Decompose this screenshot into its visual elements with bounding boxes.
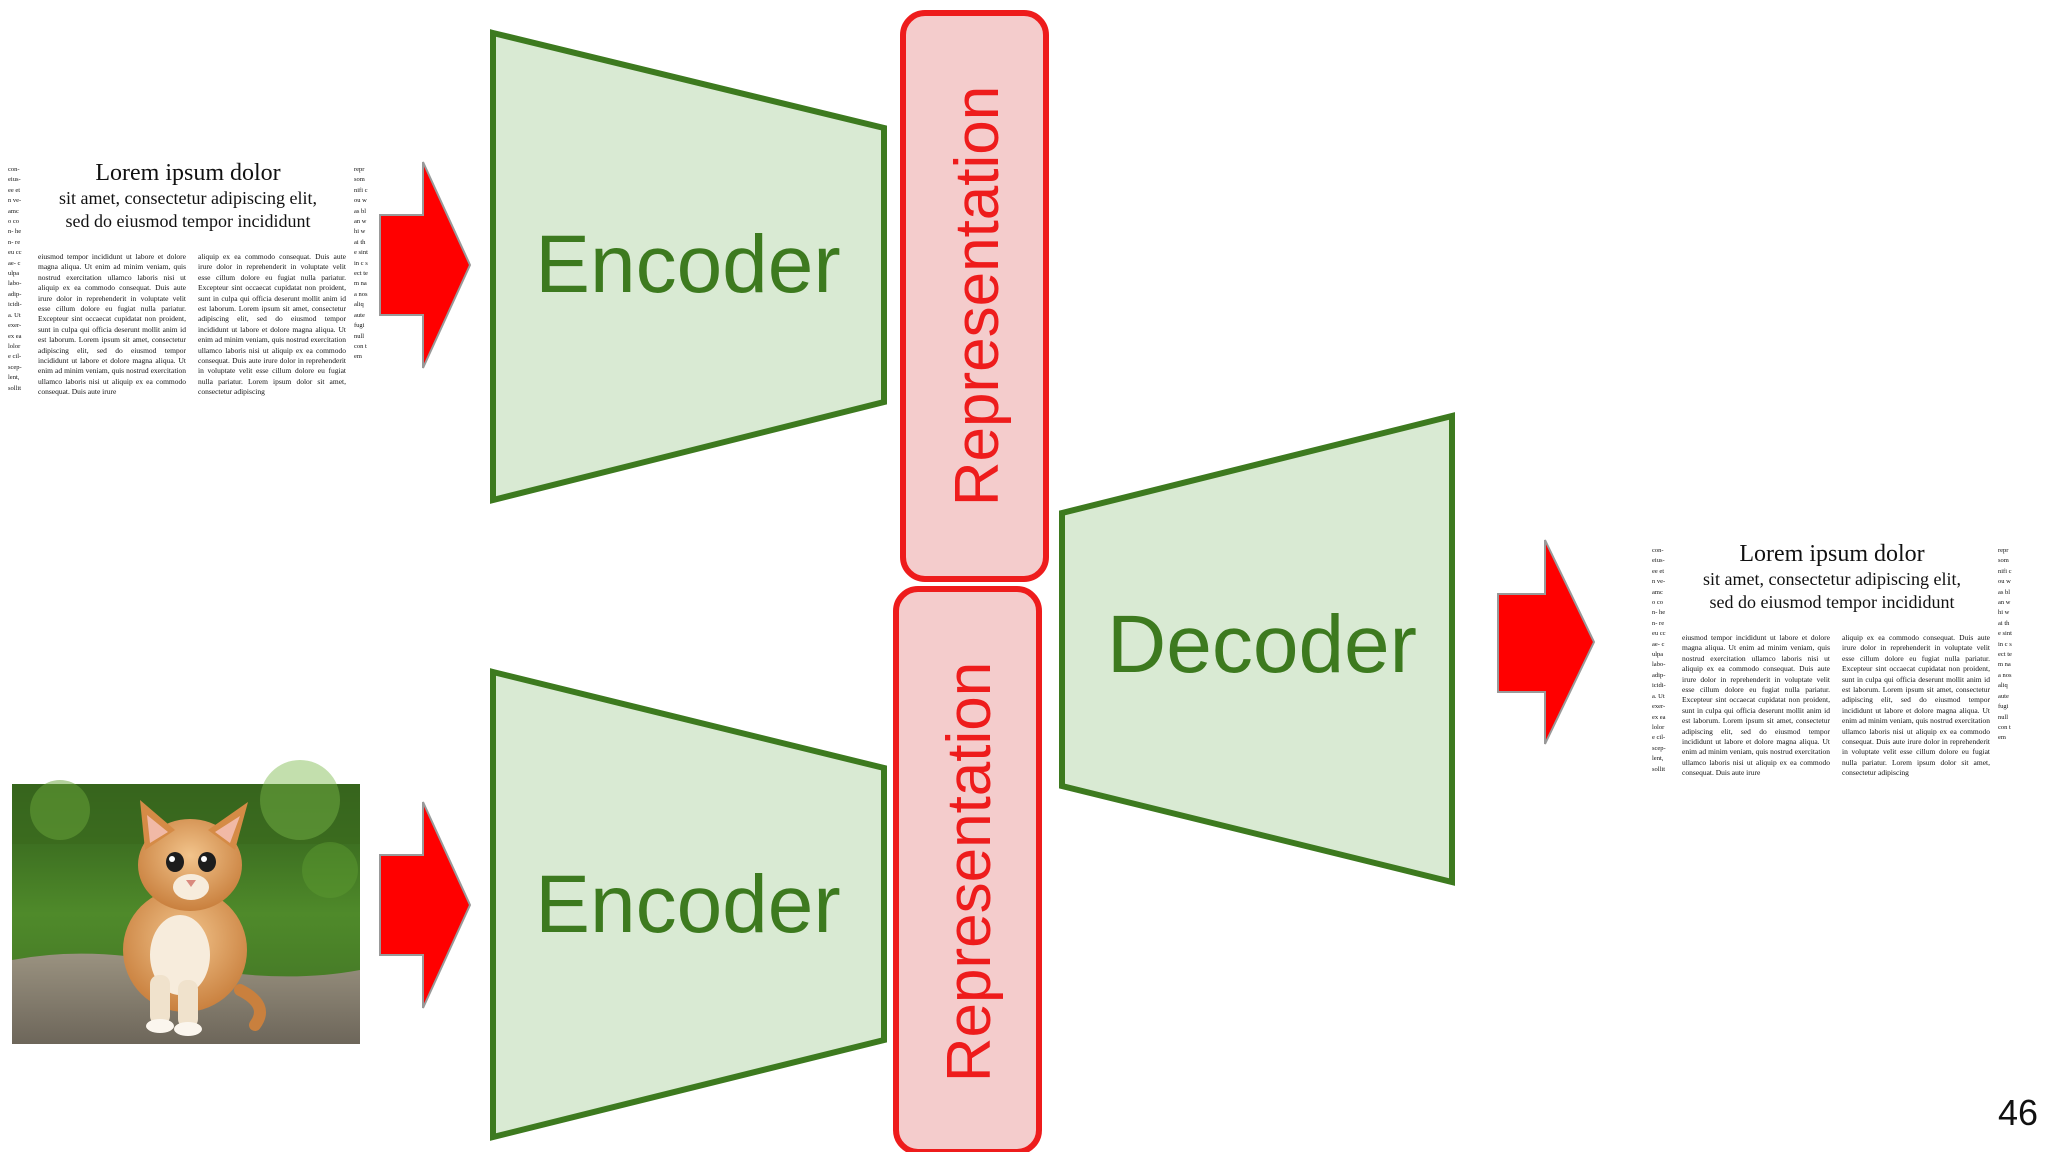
arrow-document-to-encoder [379,161,472,369]
representation-block-bottom [893,586,1042,1152]
document-body-column: eiusmod tempor incididunt ut labore et d… [1682,633,1830,778]
document-right-margin-text: repr som nifi cou was blan whi wai the s… [1998,547,2012,742]
output-document-image: con- eius- ee et n ve- amco con- hen- re… [1652,538,2012,781]
representation-label-top: Representation [943,86,1012,507]
document-subtitle-line2: sed do eiusmod tempor incididunt [65,211,311,231]
input-document-image: con- eius- ee et n ve- amco con- hen- re… [8,157,368,400]
page-number: 46 [1997,1092,2038,1133]
arrow-decoder-to-output [1497,539,1596,745]
encoder-label-bottom: Encoder [535,859,840,950]
encoder-label-top: Encoder [535,219,840,310]
document-title: Lorem ipsum dolor [95,160,281,186]
encoder-block-top [490,29,887,504]
document-title: Lorem ipsum dolor [1739,541,1925,567]
kitten-image [12,760,360,1044]
representation-label-bottom: Representation [935,662,1004,1083]
document-left-margin-text: con- eius- ee et n ve- amco con- hen- re… [8,166,22,392]
document-subtitle-line2: sed do eiusmod tempor incididunt [1709,592,1955,612]
document-body-column: eiusmod tempor incididunt ut labore et d… [38,252,186,397]
decoder-label: Decoder [1107,599,1417,690]
arrow-image-to-encoder [379,801,472,1009]
representation-block-top [900,10,1049,582]
document-body-column: aliquip ex ea commodo consequat. Duis au… [198,252,346,397]
document-subtitle-line1: sit amet, consectetur adipiscing elit, [1703,569,1961,589]
decoder-block [1059,412,1455,886]
document-left-margin-text: con- eius- ee et n ve- amco con- hen- re… [1652,547,1666,773]
document-body-column: aliquip ex ea commodo consequat. Duis au… [1842,633,1990,778]
encoder-block-bottom [490,668,887,1141]
document-subtitle-line1: sit amet, consectetur adipiscing elit, [59,188,317,208]
document-right-margin-text: repr som nifi cou was blan whi wai the s… [354,166,368,361]
